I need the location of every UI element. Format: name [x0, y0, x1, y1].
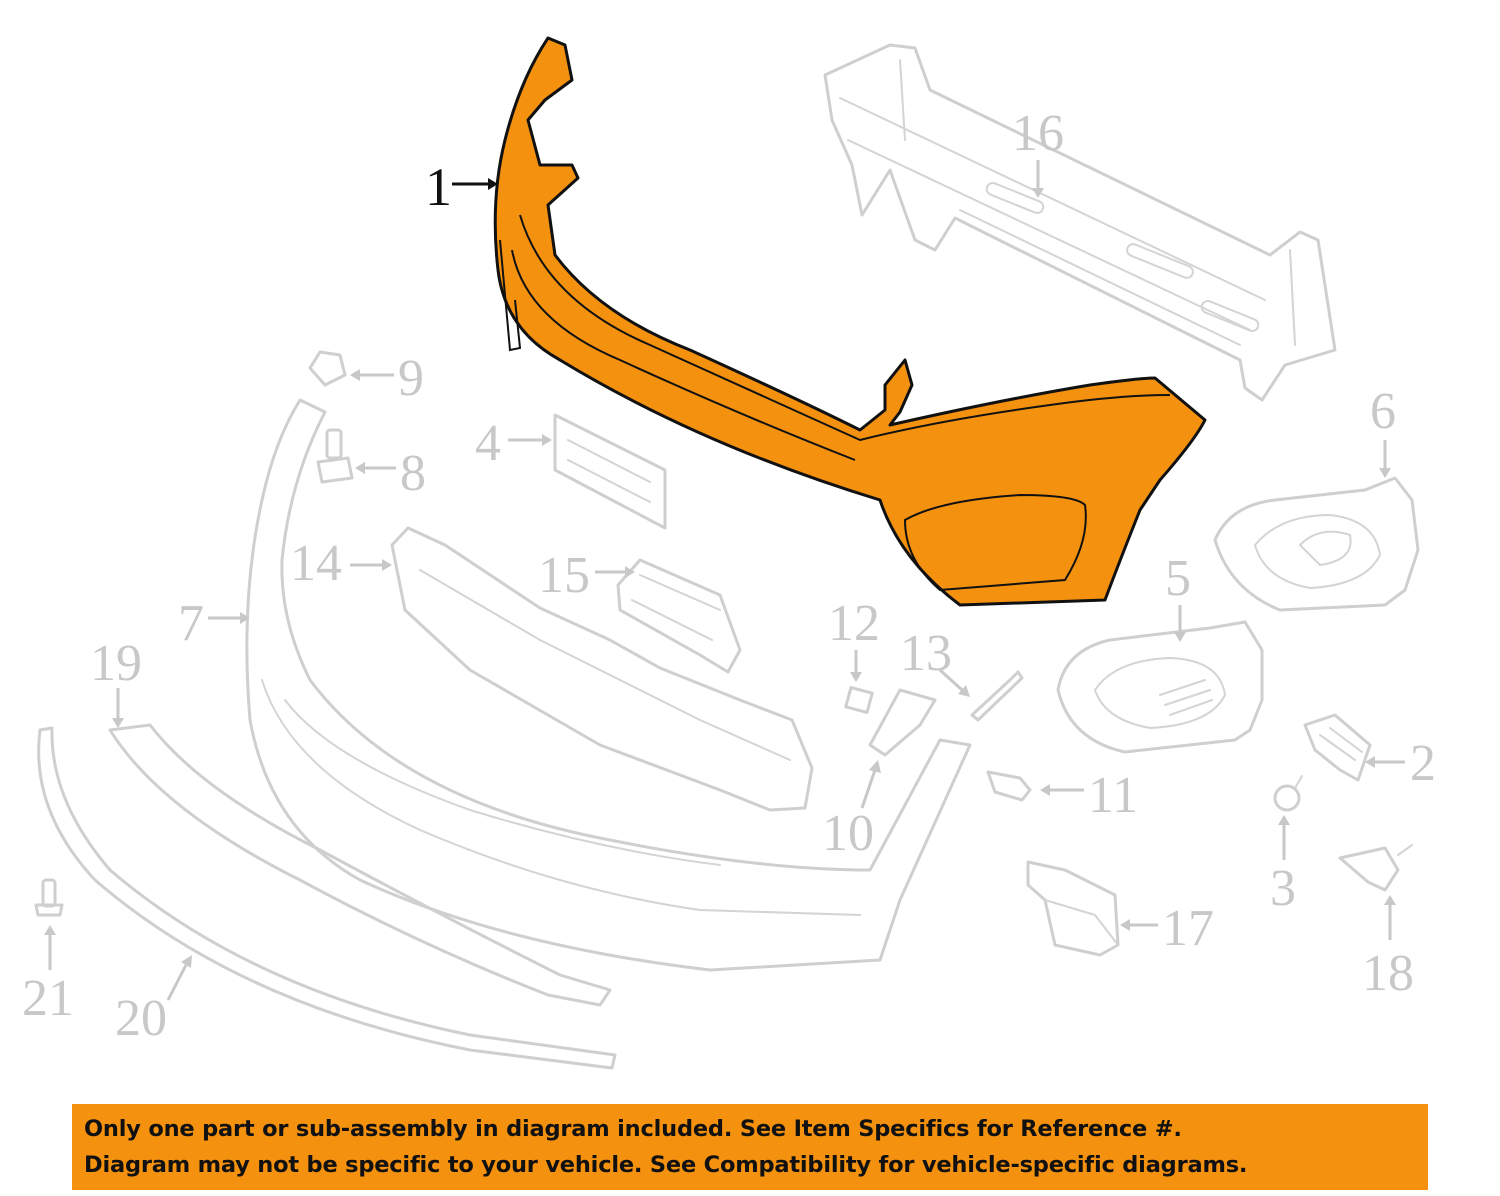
svg-text:2: 2 — [1410, 735, 1436, 792]
part-6-fog-bezel-right — [1213, 476, 1420, 612]
callout-17: 17 — [1120, 900, 1214, 957]
svg-text:17: 17 — [1162, 900, 1214, 957]
callout-5: 5 — [1165, 550, 1191, 642]
callout-14: 14 — [290, 535, 392, 592]
parts-diagram: 1 2 3 4 5 6 7 8 9 10 11 12 — [22, 36, 1436, 1070]
part-18-clip — [1338, 844, 1413, 892]
callout-11: 11 — [1040, 767, 1138, 824]
callout-2: 2 — [1365, 735, 1436, 792]
callout-1: 1 — [425, 157, 498, 217]
part-1-upper-bumper-cover — [493, 36, 1207, 607]
callout-9: 9 — [350, 350, 424, 407]
part-1-fill — [493, 36, 1207, 607]
part-17-module — [1026, 860, 1120, 957]
svg-text:20: 20 — [115, 990, 167, 1047]
part-20-lower-lip — [37, 726, 617, 1070]
part-8-bolt — [316, 428, 354, 484]
svg-text:11: 11 — [1088, 767, 1138, 824]
callout-10: 10 — [822, 760, 881, 862]
svg-text:9: 9 — [398, 350, 424, 407]
part-5-fog-bezel-left — [1056, 620, 1264, 754]
part-4-plate — [553, 413, 667, 530]
svg-text:16: 16 — [1012, 105, 1064, 162]
svg-text:12: 12 — [828, 595, 880, 652]
svg-text:4: 4 — [475, 415, 501, 472]
callout-20: 20 — [115, 955, 192, 1047]
callout-4: 4 — [475, 415, 552, 472]
callout-16: 16 — [1012, 105, 1064, 198]
callout-21: 21 — [22, 925, 74, 1027]
part-14-grille — [390, 526, 814, 812]
svg-text:21: 21 — [22, 970, 74, 1027]
callout-18: 18 — [1362, 895, 1414, 1002]
part-19-deflector — [108, 723, 612, 1007]
part-16-reinforcement-beam — [823, 43, 1337, 402]
svg-text:19: 19 — [90, 635, 142, 692]
callout-12: 12 — [828, 595, 880, 682]
disclaimer-line-2: Diagram may not be specific to your vehi… — [84, 1152, 1248, 1178]
part-15-bracket — [616, 558, 742, 674]
svg-text:10: 10 — [822, 805, 874, 862]
part-7-bumper-cover — [245, 398, 972, 972]
svg-text:14: 14 — [290, 535, 342, 592]
part-3-screw — [1273, 775, 1303, 812]
svg-text:5: 5 — [1165, 550, 1191, 607]
svg-text:3: 3 — [1270, 860, 1296, 917]
svg-text:1: 1 — [425, 157, 452, 217]
svg-text:7: 7 — [178, 595, 204, 652]
svg-text:15: 15 — [538, 547, 590, 604]
part-13-pin — [970, 670, 1024, 722]
part-11-bolt — [986, 770, 1032, 802]
callout-7: 7 — [178, 595, 250, 652]
svg-text:8: 8 — [400, 445, 426, 502]
part-10-bracket — [868, 688, 937, 757]
part-9-clip — [308, 350, 347, 387]
callout-6: 6 — [1370, 383, 1396, 478]
svg-text:18: 18 — [1362, 945, 1414, 1002]
svg-text:6: 6 — [1370, 383, 1396, 440]
callout-13: 13 — [900, 625, 970, 697]
callout-15: 15 — [538, 547, 635, 604]
part-21-push-pin — [34, 878, 64, 917]
part-12-clip — [844, 685, 874, 715]
callout-3: 3 — [1270, 815, 1296, 917]
callout-19: 19 — [90, 635, 142, 728]
disclaimer-line-1: Only one part or sub-assembly in diagram… — [84, 1116, 1182, 1142]
callout-8: 8 — [355, 445, 426, 502]
disclaimer-banner: Only one part or sub-assembly in diagram… — [72, 1104, 1428, 1190]
part-2-bracket — [1303, 713, 1372, 782]
